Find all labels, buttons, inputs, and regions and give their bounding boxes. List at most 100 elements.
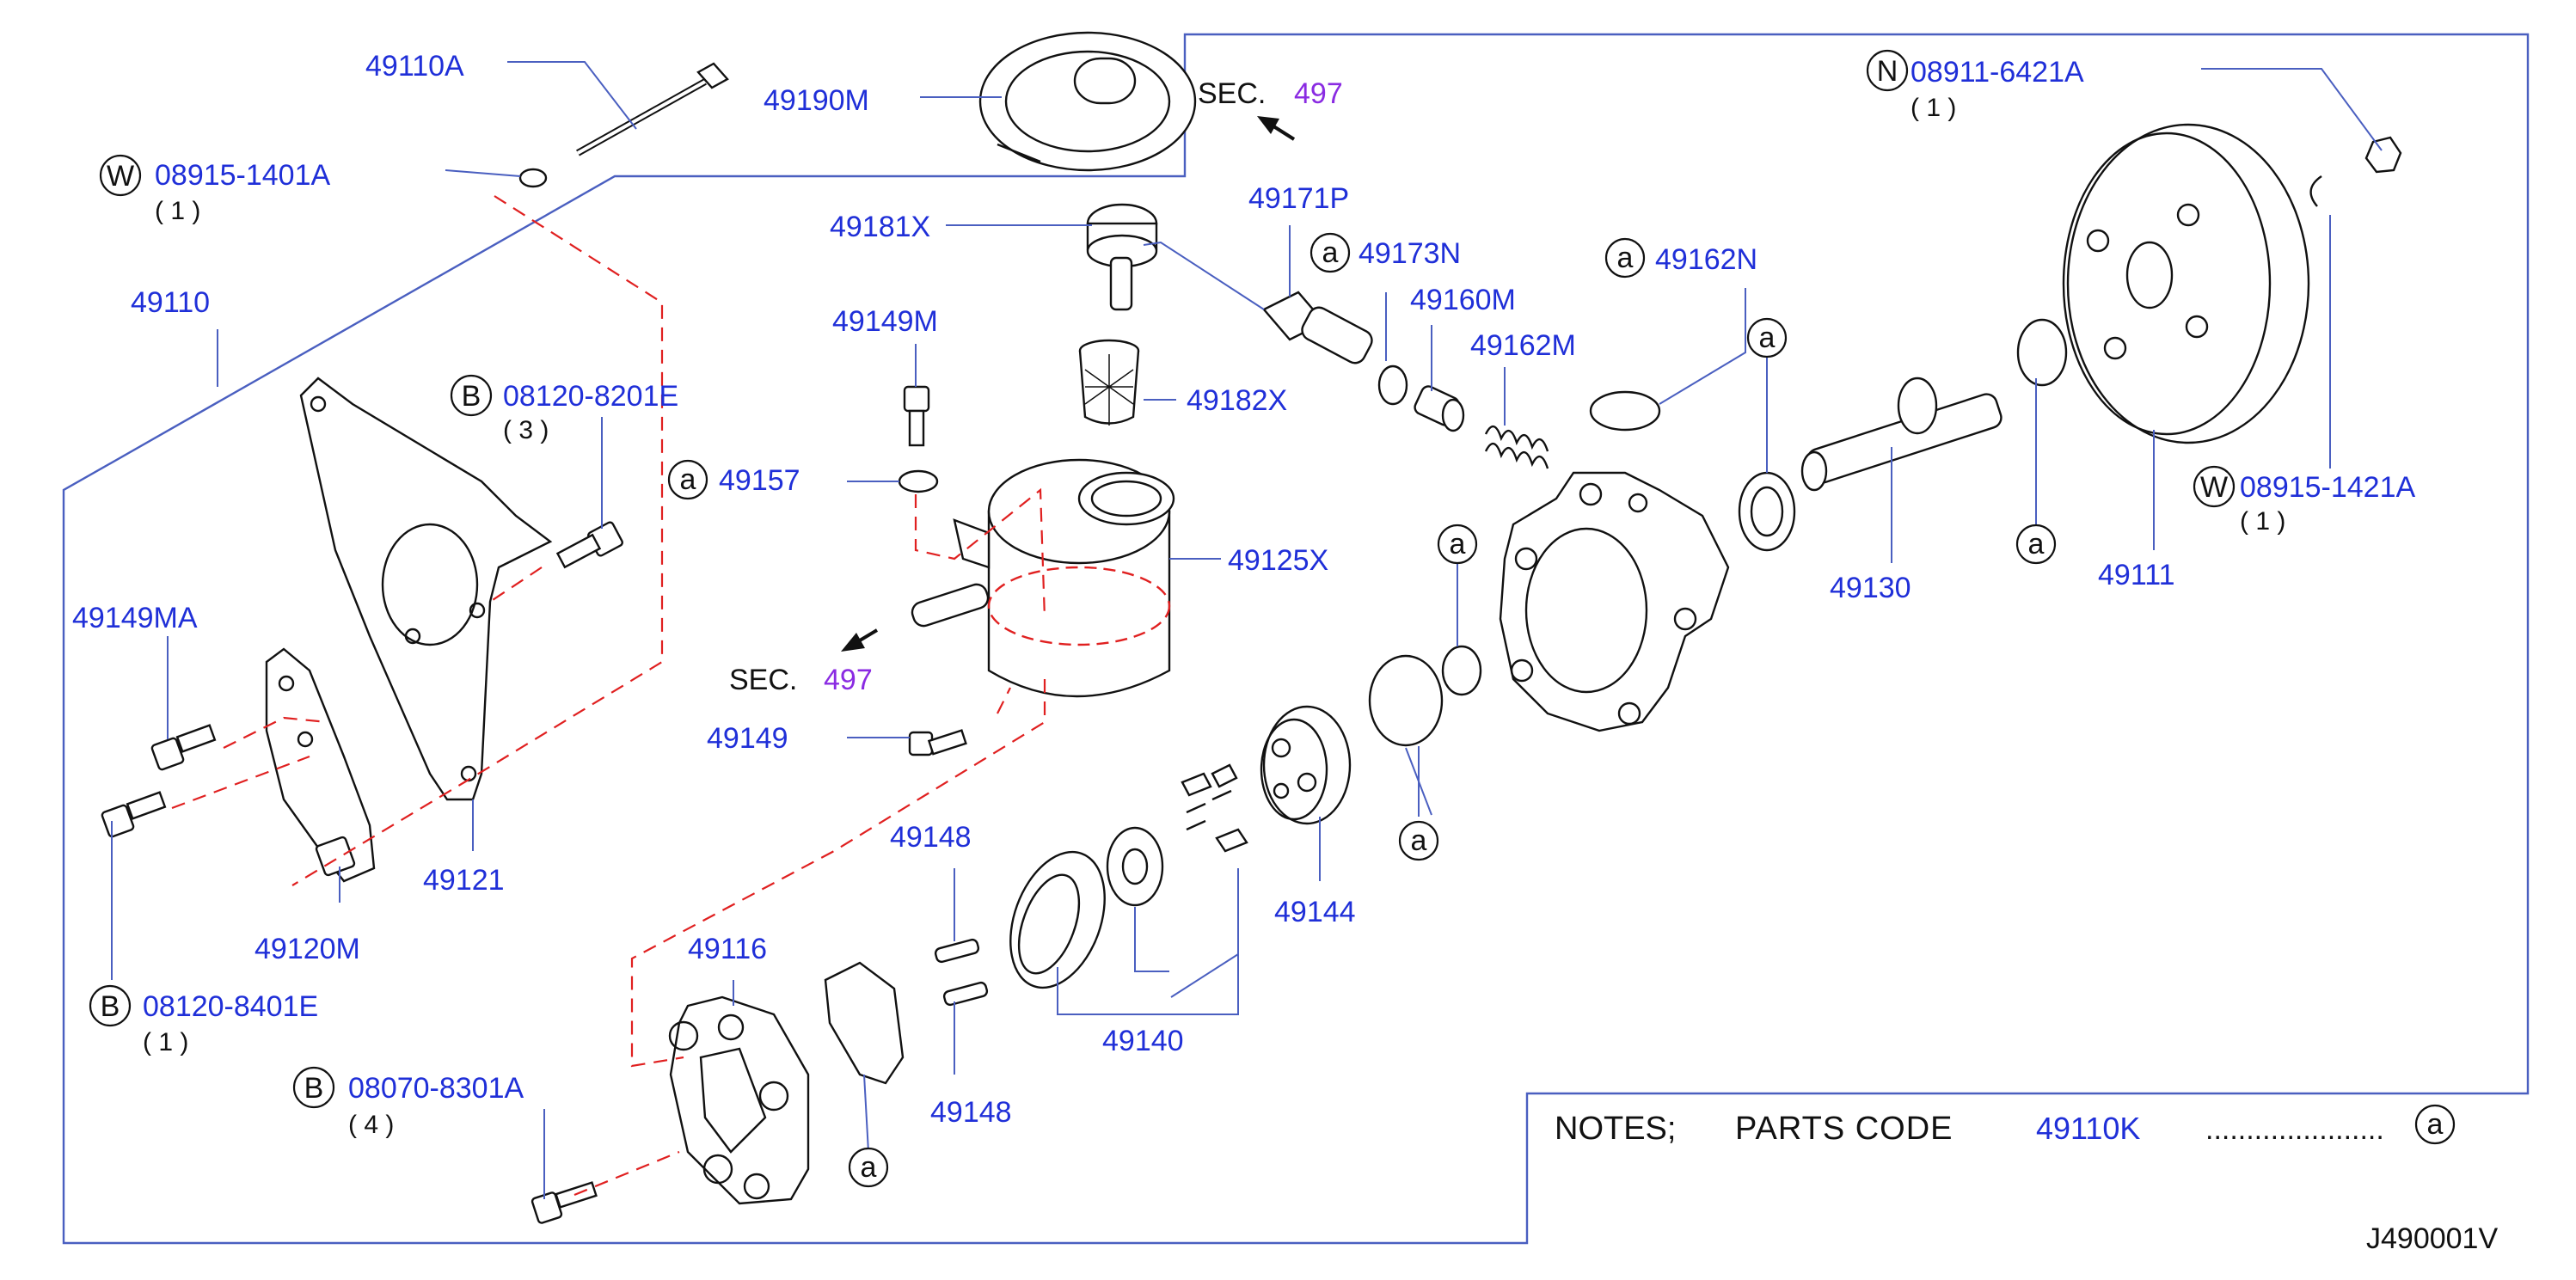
label-49125X[interactable]: 49125X xyxy=(1228,544,1328,577)
gasket-cover[interactable] xyxy=(824,961,905,1085)
bracket-49110[interactable] xyxy=(299,377,553,801)
nut-08911-6421A[interactable] xyxy=(2364,136,2402,174)
label-49144[interactable]: 49144 xyxy=(1274,896,1356,928)
label-49148-lower[interactable]: 49148 xyxy=(930,1096,1012,1129)
notes-title: NOTES; xyxy=(1555,1111,1676,1147)
svg-text:a: a xyxy=(680,463,696,496)
marker-a-49162N: a xyxy=(1604,237,1646,279)
leader-lines xyxy=(111,61,2383,1199)
svg-text:a: a xyxy=(861,1151,877,1184)
svg-text:a: a xyxy=(1617,242,1634,274)
diagram-id: J490001V xyxy=(2366,1222,2498,1255)
label-49120M[interactable]: 49120M xyxy=(255,933,360,965)
label-08915-1401A[interactable]: 08915-1401A xyxy=(155,159,331,192)
label-49149[interactable]: 49149 xyxy=(707,722,788,755)
label-49130[interactable]: 49130 xyxy=(1830,572,1911,604)
label-49121[interactable]: 49121 xyxy=(423,864,505,897)
valve-49160M[interactable] xyxy=(1413,384,1465,432)
label-49181X[interactable]: 49181X xyxy=(830,211,930,243)
bracket-49120M[interactable] xyxy=(265,647,376,883)
bolt-08120-8201E[interactable] xyxy=(555,521,623,569)
qty-08911-6421A: ( 1 ) xyxy=(1911,94,1956,122)
bolt-49149MA[interactable] xyxy=(150,724,217,771)
svg-text:a: a xyxy=(1450,528,1466,560)
strainer-49182X[interactable] xyxy=(1078,339,1140,426)
bolt-49149M[interactable] xyxy=(903,385,930,447)
shim-49162N[interactable] xyxy=(1589,390,1661,432)
sec-arrow-top xyxy=(1257,116,1296,141)
label-49149M[interactable]: 49149M xyxy=(832,305,938,338)
label-49116[interactable]: 49116 xyxy=(688,933,767,965)
svg-text:B: B xyxy=(101,990,120,1023)
label-sec-top-num[interactable]: 497 xyxy=(1294,77,1343,110)
shaft-49130[interactable] xyxy=(1800,377,2004,492)
o-ring-49173N[interactable] xyxy=(1377,364,1408,406)
marker-a-49173N: a xyxy=(1309,232,1351,273)
side-plate-49144[interactable] xyxy=(1260,705,1352,825)
breather-cap-49181X[interactable] xyxy=(1086,203,1158,311)
label-49160M[interactable]: 49160M xyxy=(1410,284,1516,316)
oil-seal[interactable] xyxy=(1738,471,1796,552)
label-08911-6421A[interactable]: 08911-6421A xyxy=(1911,56,2084,89)
label-49171P[interactable]: 49171P xyxy=(1248,182,1349,215)
marker-a-notes: a xyxy=(2414,1104,2456,1145)
notes-code-49110K[interactable]: 49110K xyxy=(2036,1111,2140,1146)
svg-text:W: W xyxy=(2200,471,2228,504)
svg-text:N: N xyxy=(1877,55,1898,88)
notes-parts-code: PARTS CODE xyxy=(1735,1111,1953,1147)
center-lines xyxy=(171,195,1046,1197)
vanes-49140[interactable] xyxy=(1181,763,1248,853)
label-08120-8401E[interactable]: 08120-8401E xyxy=(143,990,318,1023)
label-49110A[interactable]: 49110A xyxy=(365,50,464,83)
label-49111[interactable]: 49111 xyxy=(2098,559,2175,591)
svg-text:B: B xyxy=(462,380,481,413)
label-49162M[interactable]: 49162M xyxy=(1470,329,1576,362)
label-49110[interactable]: 49110 xyxy=(131,286,210,319)
bolt-49110A[interactable] xyxy=(576,62,729,156)
svg-text:a: a xyxy=(1411,824,1427,857)
label-sec-bottom-num[interactable]: 497 xyxy=(824,664,873,696)
label-49148-upper[interactable]: 49148 xyxy=(890,821,972,854)
connector-49171P[interactable] xyxy=(1262,291,1376,366)
reservoir-cap-49190M[interactable] xyxy=(978,31,1197,172)
washer-08915-1421A[interactable] xyxy=(2309,175,2322,207)
label-49140[interactable]: 49140 xyxy=(1102,1025,1184,1057)
marker-a-oring-small: a xyxy=(1437,524,1478,565)
bolt-08120-8401E[interactable] xyxy=(101,791,167,838)
qty-08120-8201E: ( 3 ) xyxy=(503,416,549,444)
o-ring-small[interactable] xyxy=(1441,645,1482,696)
pin-49148-upper[interactable] xyxy=(934,938,980,964)
cam-ring-49140[interactable] xyxy=(993,839,1122,1001)
svg-text:B: B xyxy=(304,1072,324,1105)
qty-08070-8301A: ( 4 ) xyxy=(348,1111,394,1139)
marker-b3: B xyxy=(292,1066,335,1109)
pulley-49111[interactable] xyxy=(2062,123,2310,444)
snap-ring[interactable] xyxy=(2016,318,2068,387)
marker-a-snapring: a xyxy=(2015,524,2057,565)
washer-08915-1401A[interactable] xyxy=(518,168,548,188)
label-49157[interactable]: 49157 xyxy=(719,464,800,497)
bolt-08070-8301A[interactable] xyxy=(531,1181,598,1224)
label-49149MA[interactable]: 49149MA xyxy=(72,602,198,634)
bolt-49149[interactable] xyxy=(908,729,967,756)
reservoir-tank-49125X[interactable] xyxy=(910,458,1175,698)
label-49173N[interactable]: 49173N xyxy=(1359,237,1461,270)
pump-cover-49116[interactable] xyxy=(668,995,810,1205)
label-sec-bottom: SEC. xyxy=(729,664,797,696)
label-08120-8201E[interactable]: 08120-8201E xyxy=(503,380,678,413)
label-08915-1421A[interactable]: 08915-1421A xyxy=(2240,471,2416,504)
marker-a-oring-large: a xyxy=(1398,820,1439,861)
label-08070-8301A[interactable]: 08070-8301A xyxy=(348,1072,524,1105)
rotor-49140[interactable] xyxy=(1106,826,1164,907)
label-49190M[interactable]: 49190M xyxy=(764,84,869,117)
pin-49148-lower[interactable] xyxy=(942,981,989,1007)
marker-a-gasket: a xyxy=(848,1147,889,1188)
washer-49157[interactable] xyxy=(898,469,939,493)
label-49182X[interactable]: 49182X xyxy=(1187,384,1287,417)
pump-body[interactable] xyxy=(1499,471,1730,732)
marker-b2: B xyxy=(89,984,132,1027)
o-ring-large[interactable] xyxy=(1368,654,1444,747)
spring-49162M[interactable] xyxy=(1484,426,1549,469)
label-49162N[interactable]: 49162N xyxy=(1655,243,1757,276)
